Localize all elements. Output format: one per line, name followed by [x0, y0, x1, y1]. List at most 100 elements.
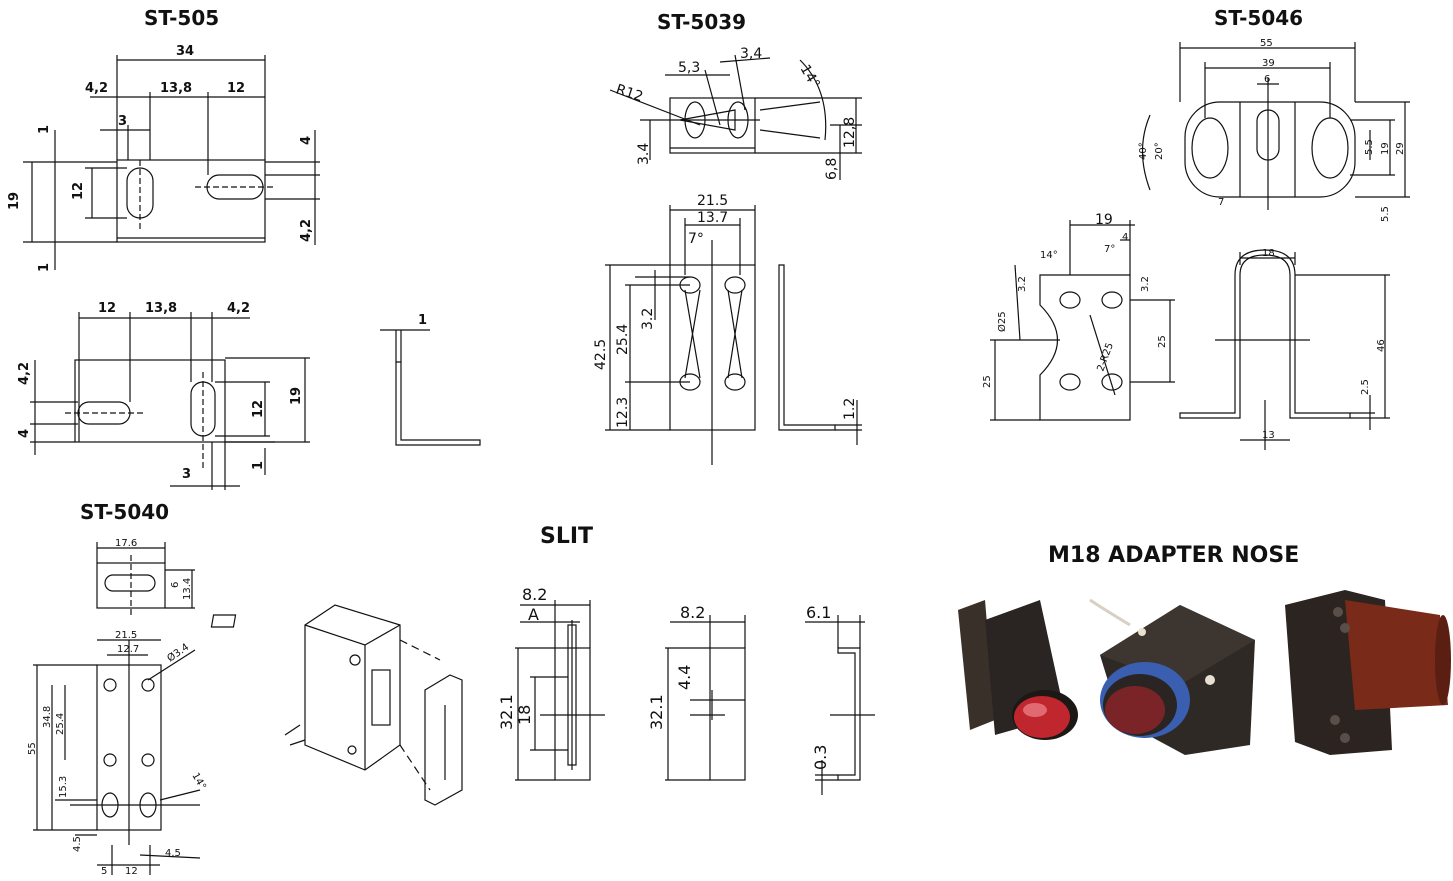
- dim-st505b-13-8: 13,8: [145, 301, 177, 316]
- dim-st505-1a: 1: [37, 125, 52, 134]
- dim-st505-19: 19: [7, 192, 22, 210]
- dim-slit2-32-1: 32.1: [647, 694, 666, 730]
- dim-st5046f-3-2b: 3.2: [1140, 276, 1151, 292]
- dim-st505-34: 34: [176, 44, 194, 59]
- dim-st5046-19: 19: [1380, 142, 1391, 155]
- dim-st5040-34-8: 34.8: [42, 706, 53, 728]
- dim-st505-4-2: 4,2: [85, 81, 108, 96]
- dim-st5046-55: 55: [1260, 38, 1273, 49]
- st5046-front-body: [1039, 274, 1131, 421]
- dim-st5046s-18: 18: [1262, 248, 1275, 259]
- slit-view-1: [515, 600, 605, 781]
- dim-st5039-12-3: 12.3: [615, 397, 631, 428]
- st5039-front-view: [605, 205, 862, 465]
- st505-bottom-view: [30, 312, 310, 490]
- st505-top-plate: [116, 159, 266, 243]
- dim-st5040-4-5a: 4.5: [72, 836, 83, 852]
- dim-st505-1b: 1: [37, 263, 52, 272]
- dim-st5046f-25b: 25: [982, 375, 993, 388]
- dim-st5040-55: 55: [27, 742, 38, 755]
- dim-st5046-40: 40°: [1138, 142, 1149, 160]
- dim-slit1-8-2: 8.2: [522, 585, 547, 604]
- dim-st5039-5-3: 5,3: [678, 60, 700, 76]
- dim-slit2-4-4: 4.4: [675, 665, 694, 690]
- st5046-top-view: [1141, 42, 1410, 210]
- dim-st5046f-25v: 25: [1157, 335, 1168, 348]
- dim-st505-4: 4: [299, 136, 314, 145]
- st5046-front-view: [990, 220, 1175, 421]
- dim-st505-side-1: 1: [418, 313, 427, 328]
- dim-st5046s-2-5: 2.5: [1360, 379, 1371, 395]
- dim-st5039-7: 7°: [688, 231, 704, 247]
- dim-st505b-4-2v: 4,2: [17, 362, 32, 385]
- dim-st505-12v: 12: [71, 182, 86, 200]
- st5040-front-view: [33, 639, 201, 875]
- st5039-side-profile: [778, 264, 836, 431]
- dim-st5040-12-7: 12.7: [117, 644, 139, 655]
- dim-st505-12: 12: [227, 81, 245, 96]
- dim-st5040-14: 14°: [189, 771, 207, 792]
- dim-st5046-5-5: 5.5: [1364, 139, 1375, 155]
- dim-st5046-20: 20°: [1154, 142, 1165, 160]
- slit-view-3: [805, 615, 875, 795]
- dim-st505b-12v: 12: [251, 400, 266, 418]
- title-st5040: ST-5040: [80, 500, 170, 524]
- dim-st5046s-46: 46: [1376, 339, 1387, 352]
- dim-st5040-4-5b: 4.5: [165, 848, 181, 859]
- dim-st5039-3-4: 3,4: [740, 46, 762, 62]
- dim-st505b-19: 19: [289, 387, 304, 405]
- dim-st5039-3-4v: 3.4: [636, 143, 652, 165]
- dim-st5039-42-5: 42.5: [593, 339, 609, 370]
- dim-st5040-5: 5: [101, 866, 107, 877]
- dim-st5046f-4: 4: [1122, 232, 1128, 243]
- st5046-top-body: [1184, 101, 1356, 198]
- dim-st5046f-d25: Ø25: [996, 311, 1008, 332]
- dim-slit3-6-1: 6.1: [806, 603, 831, 622]
- dim-st5046f-14: 14°: [1040, 250, 1058, 261]
- dim-st5039-12-8: 12,8: [842, 117, 858, 148]
- dim-st5046-29: 29: [1395, 142, 1406, 155]
- dim-st5039-25-4: 25.4: [615, 324, 631, 355]
- dim-slit2-8-2: 8.2: [680, 603, 705, 622]
- dim-st505b-12: 12: [98, 301, 116, 316]
- dim-st5039-1-2: 1.2: [842, 398, 858, 420]
- dim-st5039-3-2: 3.2: [640, 308, 656, 330]
- m18-photo-1: [958, 600, 1078, 740]
- dim-st5040-15-3: 15.3: [58, 776, 69, 798]
- dim-st505-3: 3: [118, 114, 127, 129]
- title-m18-adapter-nose: M18 ADAPTER NOSE: [1048, 543, 1300, 568]
- dim-st5046-6: 6: [1264, 74, 1270, 85]
- dim-st505b-4: 4: [17, 429, 32, 438]
- dim-st5046f-r25: 2-R25: [1095, 341, 1115, 373]
- dim-st5046f-7: 7°: [1104, 244, 1115, 255]
- dim-st505b-3: 3: [182, 467, 191, 482]
- dim-st505-13-8: 13,8: [160, 81, 192, 96]
- slit-view2-body: [709, 647, 746, 781]
- slit-view-2: [665, 615, 746, 781]
- dim-st5040-21-5: 21.5: [115, 630, 137, 641]
- title-st5046: ST-5046: [1214, 6, 1304, 30]
- title-st505: ST-505: [144, 6, 220, 30]
- dim-st5040-6: 6: [170, 582, 181, 588]
- dim-st5039-21-5: 21.5: [697, 193, 728, 209]
- dim-slit1-18: 18: [515, 705, 534, 725]
- dim-st5040-13-4: 13.4: [182, 578, 193, 600]
- dim-st5046f-3-2a: 3.2: [1017, 276, 1028, 292]
- st505-bottom-plate: [74, 359, 226, 443]
- dim-st5040-12: 12: [125, 866, 138, 877]
- st5040-top-view: [96, 542, 195, 615]
- dim-slit1-32-1: 32.1: [497, 694, 516, 730]
- st5039-top-view: [609, 54, 862, 180]
- slit-isometric-sensor: [210, 604, 463, 806]
- dim-st5040-17-6: 17.6: [115, 538, 137, 549]
- dim-st5039-6-8: 6,8: [824, 158, 840, 180]
- st505-top-view: [23, 55, 320, 270]
- dim-st5046-5-5b: 5.5: [1380, 206, 1391, 222]
- m18-photo-2: [1089, 598, 1255, 755]
- dim-slit1-a: A: [528, 605, 539, 624]
- dim-st5046f-19: 19: [1095, 212, 1113, 228]
- dim-st505b-4-2: 4,2: [227, 301, 250, 316]
- title-slit: SLIT: [540, 524, 594, 549]
- dim-st5039-13-7: 13.7: [697, 210, 728, 226]
